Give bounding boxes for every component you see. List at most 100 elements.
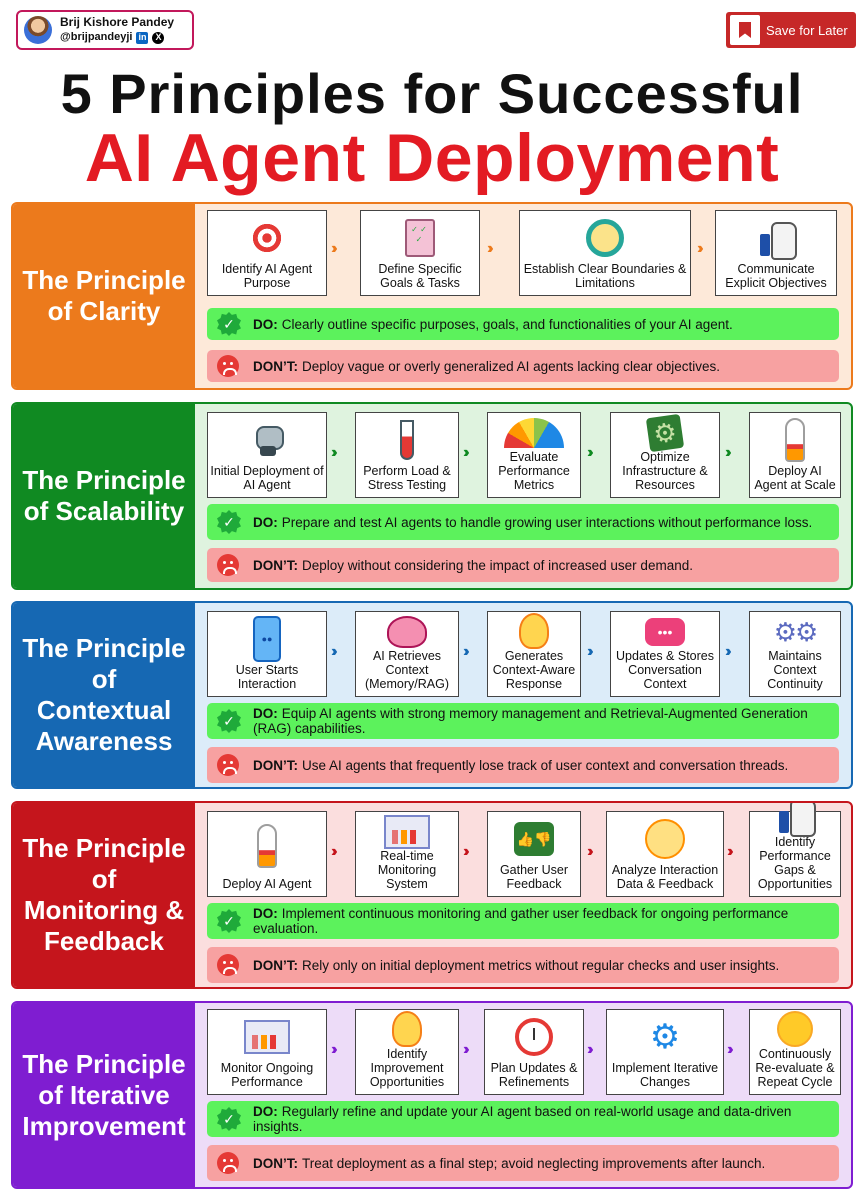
linkedin-icon[interactable]: in [136,31,149,44]
save-for-later-button[interactable]: Save for Later [726,12,856,48]
test-tube-icon [400,419,414,460]
lightbulb-icon [519,613,549,649]
section-clarity: The Principle of Clarity Identify AI Age… [11,202,853,390]
brain-chip-icon [387,615,427,648]
do-label: DO: [253,514,278,530]
sad-face-icon [217,1152,239,1174]
dont-text: Treat deployment as a final step; avoid … [302,1155,766,1171]
sad-face-icon [217,554,239,576]
check-icon: ✓ [217,709,241,733]
check-icon: ✓ [217,909,241,933]
dont-text: Deploy without considering the impact of… [302,557,693,573]
step-card: ⚙⚙ Maintains Context Continuity [749,611,841,697]
do-text: Implement continuous monitoring and gath… [253,906,789,936]
step-label: Establish Clear Boundaries & Limitations [523,262,687,290]
section-title: The Principle of Contextual Awareness [13,603,195,787]
step-label: Optimize Infrastructure & Resources [622,450,708,492]
dont-label: DON’T: [253,358,298,374]
dont-text: Deploy vague or overly generalized AI ag… [302,358,720,374]
step-label: Generates Context-Aware Response [492,649,576,691]
step-card: Identify Improvement Opportunities [355,1009,459,1095]
dont-text: Rely only on initial deployment metrics … [302,957,780,973]
step-card: Continuously Re-evaluate & Repeat Cycle [749,1009,841,1095]
step-card: Establish Clear Boundaries & Limitations [519,210,691,296]
gauge-icon [504,417,564,448]
dont-text: Use AI agents that frequently lose track… [302,757,789,773]
gear-icon [645,413,685,452]
step-label: Initial Deployment of AI Agent [210,464,324,492]
section-title: The Principle of Clarity [13,204,195,388]
sad-face-icon [217,355,239,377]
sad-face-icon [217,954,239,976]
phone-icon [253,615,281,662]
step-label: Define Specific Goals & Tasks [378,262,462,290]
x-icon[interactable]: X [152,31,165,44]
step-card: Analyze Interaction Data & Feedback [606,811,724,897]
step-card: Monitor Ongoing Performance [207,1009,327,1095]
step-label: Updates & Stores Conversation Context [616,649,714,691]
step-card: Perform Load & Stress Testing [355,412,459,498]
gears-icon: ⚙⚙ [773,616,819,647]
author-card[interactable]: Brij Kishore Pandey @brijpandeyji in X [16,10,194,50]
step-card: Real-time Monitoring System [355,811,459,897]
step-card: Deploy AI Agent [207,811,327,897]
step-label: Identify Improvement Opportunities [369,1047,445,1089]
chevron-right-icon: ›› [463,643,469,660]
do-label: DO: [253,316,278,332]
step-card: Evaluate Performance Metrics [487,412,581,498]
dont-banner: DON’T:Deploy vague or overly generalized… [207,350,839,382]
dont-banner: DON’T:Use AI agents that frequently lose… [207,747,839,783]
sad-face-icon [217,754,239,776]
chevron-right-icon: ›› [331,843,337,860]
chevron-right-icon: ›› [727,1041,733,1058]
step-label: Perform Load & Stress Testing [363,464,451,492]
page-title-line1: 5 Principles for Successful [60,62,804,125]
step-label: Implement Iterative Changes [611,1061,719,1089]
step-card: Identify AI Agent Purpose [207,210,327,296]
step-label: Deploy AI Agent [222,877,312,891]
chevron-right-icon: ›› [587,1041,593,1058]
feedback-icon [514,821,554,856]
clipboard-icon [405,218,435,257]
section-scalability: The Principle of Scalability Initial Dep… [11,402,853,590]
author-avatar [24,16,52,44]
chevron-right-icon: ›› [331,1041,337,1058]
chevron-right-icon: ›› [331,643,337,660]
step-card: User Starts Interaction [207,611,327,697]
section-contextual-awareness: The Principle of Contextual Awareness Us… [11,601,853,789]
thumbs-up-icon [756,218,797,260]
chevron-right-icon: ›› [587,843,593,860]
chevron-right-icon: ›› [697,240,703,257]
author-name: Brij Kishore Pandey [60,15,175,29]
chevron-right-icon: ›› [331,240,337,257]
step-label: Continuously Re-evaluate & Repeat Cycle [755,1047,835,1089]
step-card: Identify Performance Gaps & Opportunitie… [749,803,841,897]
step-card: Optimize Infrastructure & Resources [610,412,720,498]
chat-bubble-icon [645,617,685,646]
step-card: Deploy AI Agent at Scale [749,412,841,498]
lightbulb-icon [392,1011,422,1047]
dont-label: DON’T: [253,957,298,973]
step-card: Communicate Explicit Objectives [715,210,837,296]
chevron-right-icon: ›› [727,843,733,860]
do-text: Clearly outline specific purposes, goals… [281,316,733,332]
save-label: Save for Later [766,22,848,38]
do-banner: ✓ DO:Equip AI agents with strong memory … [207,703,839,739]
cog-icon: ⚙ [649,1017,681,1056]
step-card: Gather User Feedback [487,811,581,897]
step-label: Analyze Interaction Data & Feedback [611,863,719,891]
check-icon: ✓ [217,1107,241,1131]
dont-banner: DON’T:Rely only on initial deployment me… [207,947,839,983]
do-banner: ✓ DO:Implement continuous monitoring and… [207,903,839,939]
step-label: Maintains Context Continuity [767,649,823,691]
step-card: Generates Context-Aware Response [487,611,581,697]
chevron-right-icon: ›› [487,240,493,257]
page-title-line2: AI Agent Deployment [84,120,780,196]
dont-label: DON’T: [253,557,298,573]
ring-icon [586,218,624,257]
step-label: Communicate Explicit Objectives [725,262,827,290]
check-icon: ✓ [217,510,241,534]
dont-label: DON’T: [253,757,298,773]
do-text: Prepare and test AI agents to handle gro… [281,514,813,530]
dashboard-icon [244,1019,290,1054]
